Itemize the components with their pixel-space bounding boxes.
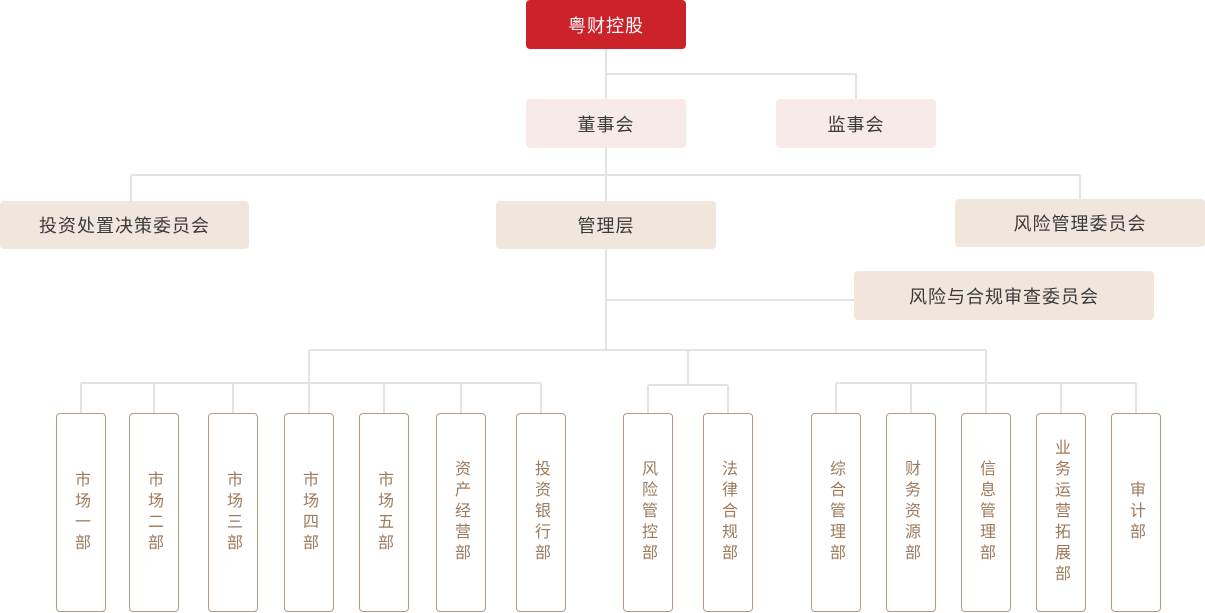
dept-label: 市场二部: [145, 470, 164, 555]
dept-label: 审计部: [1127, 481, 1146, 544]
dept-node: 市场一部: [56, 413, 106, 612]
dept-label: 市场三部: [224, 470, 243, 555]
node-supervisory: 监事会: [776, 99, 936, 148]
dept-label: 综合管理部: [827, 460, 846, 565]
node-risk-committee: 风险管理委员会: [955, 199, 1205, 247]
dept-label: 信息管理部: [977, 460, 996, 565]
dept-node: 业务运营拓展部: [1036, 413, 1086, 612]
dept-label: 市场一部: [72, 470, 91, 555]
dept-node: 市场四部: [284, 413, 334, 612]
dept-node: 财务资源部: [886, 413, 936, 612]
dept-label: 投资银行部: [532, 460, 551, 565]
node-risk-compliance-committee: 风险与合规审查委员会: [854, 271, 1154, 320]
dept-node: 市场三部: [208, 413, 258, 612]
dept-node: 资产经营部: [436, 413, 486, 612]
dept-node: 风险管控部: [623, 413, 673, 612]
dept-node: 市场二部: [129, 413, 179, 612]
dept-node: 综合管理部: [811, 413, 861, 612]
node-management: 管理层: [496, 201, 716, 249]
dept-label: 业务运营拓展部: [1052, 439, 1071, 586]
dept-node: 信息管理部: [961, 413, 1011, 612]
dept-label: 风险管控部: [639, 460, 658, 565]
node-board: 董事会: [526, 99, 686, 148]
dept-node: 投资银行部: [516, 413, 566, 612]
dept-label: 资产经营部: [452, 460, 471, 565]
dept-node: 法律合规部: [703, 413, 753, 612]
node-root: 粤财控股: [526, 0, 686, 49]
dept-label: 财务资源部: [902, 460, 921, 565]
dept-label: 市场四部: [300, 470, 319, 555]
dept-label: 法律合规部: [719, 460, 738, 565]
dept-node: 市场五部: [359, 413, 409, 612]
dept-node: 审计部: [1111, 413, 1161, 612]
node-investment-committee: 投资处置决策委员会: [0, 201, 249, 249]
dept-label: 市场五部: [375, 470, 394, 555]
